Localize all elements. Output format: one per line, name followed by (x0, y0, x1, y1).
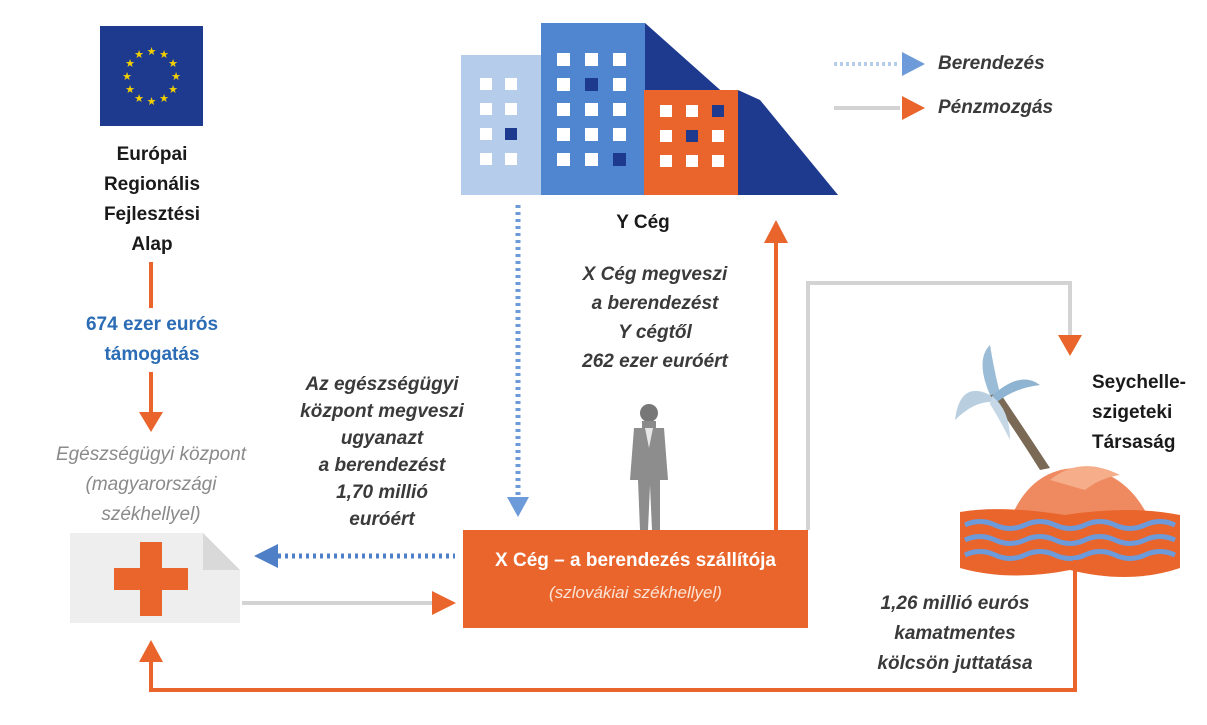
grant-line2: támogatás (104, 344, 200, 365)
svg-text:★: ★ (171, 70, 181, 83)
loan-line2: kamatmentes (894, 623, 1016, 644)
x-buys-line3: Y cégtől (618, 322, 692, 343)
x-buys-line4: 262 ezer euróért (582, 351, 728, 372)
seychelles-line1: Seychelle- (1092, 372, 1186, 393)
svg-text:★: ★ (168, 83, 178, 96)
seychelles-line3: Társaság (1092, 432, 1176, 453)
eu-fund-line2: Regionális (103, 174, 201, 195)
company-x-box: X Cég – a berendezés szállítója (szlovák… (463, 530, 808, 628)
health-buys-line4: a berendezést (318, 455, 446, 476)
health-center-line2: (magyarországi (85, 474, 217, 495)
eu-fund-line1: Európai (116, 144, 188, 165)
svg-text:★: ★ (122, 70, 132, 83)
svg-text:★: ★ (134, 48, 144, 61)
legend-equipment-line (834, 52, 925, 76)
hospital-cross-icon (70, 533, 240, 623)
grant-line1: 674 ezer eurós (85, 314, 219, 335)
health-buys-line3: ugyanazt (340, 428, 424, 449)
legend-equipment-label: Berendezés (938, 53, 1045, 74)
svg-text:★: ★ (134, 92, 144, 105)
company-x-subtitle: (szlovákiai székhellyel) (549, 583, 722, 602)
eu-fund-line4: Alap (131, 234, 173, 255)
svg-text:★: ★ (125, 83, 135, 96)
x-buys-line2: a berendezést (591, 293, 719, 314)
money-arrow-x-to-y (764, 220, 788, 530)
svg-text:★: ★ (147, 45, 157, 58)
health-buys-line6: euróért (349, 509, 415, 530)
eu-fund-label: Európai Regionális Fejlesztési Alap (72, 140, 232, 260)
svg-text:★: ★ (159, 48, 169, 61)
legend-money-line (834, 96, 925, 120)
equipment-arrow-y-to-x (507, 205, 529, 517)
health-buys-line2: központ megveszi (300, 401, 464, 422)
legend-money-label: Pénzmozgás (938, 97, 1054, 118)
svg-text:★: ★ (147, 95, 157, 108)
seychelles-line2: szigeteki (1092, 402, 1173, 423)
building-icon (461, 23, 838, 195)
health-buys-label: Az egészségügyi központ megveszi ugyanaz… (272, 371, 492, 533)
island-icon (955, 345, 1180, 578)
health-buys-line1: Az egészségügyi (305, 374, 459, 395)
x-buys-label: X Cég megveszi a berendezést Y cégtől 26… (540, 260, 770, 376)
eu-fund-line3: Fejlesztési (103, 204, 201, 225)
company-x-title: X Cég – a berendezés szállítója (495, 550, 776, 571)
seychelles-label: Seychelle- szigeteki Társaság (1092, 368, 1204, 458)
loan-line1: 1,26 millió eurós (880, 593, 1030, 614)
svg-text:★: ★ (125, 57, 135, 70)
health-buys-line5: 1,70 millió (336, 482, 428, 503)
health-center-label: Egészségügyi központ (magyarországi szék… (28, 440, 274, 530)
money-arrow-hospital-to-x (242, 591, 456, 615)
eu-flag-icon: ★ ★ ★ ★ ★ ★ ★ ★ ★ ★ ★ ★ (100, 26, 203, 126)
x-buys-line1: X Cég megveszi (582, 264, 728, 285)
svg-text:★: ★ (168, 57, 178, 70)
money-arrow-x-to-seychelles (806, 281, 1082, 530)
loan-arrow-seychelles-to-hospital (139, 560, 1077, 692)
svg-text:★: ★ (159, 92, 169, 105)
equipment-arrow-x-to-hospital (254, 544, 455, 568)
loan-line3: kölcsön juttatása (877, 653, 1033, 674)
health-center-line1: Egészségügyi központ (55, 444, 247, 465)
person-icon (630, 404, 668, 530)
loan-label: 1,26 millió eurós kamatmentes kölcsön ju… (850, 589, 1060, 679)
grant-arrow (139, 262, 163, 432)
grant-label: 674 ezer eurós támogatás (62, 310, 242, 370)
health-center-line3: székhellyel) (101, 504, 201, 525)
company-y-label: Y Cég (616, 212, 670, 233)
